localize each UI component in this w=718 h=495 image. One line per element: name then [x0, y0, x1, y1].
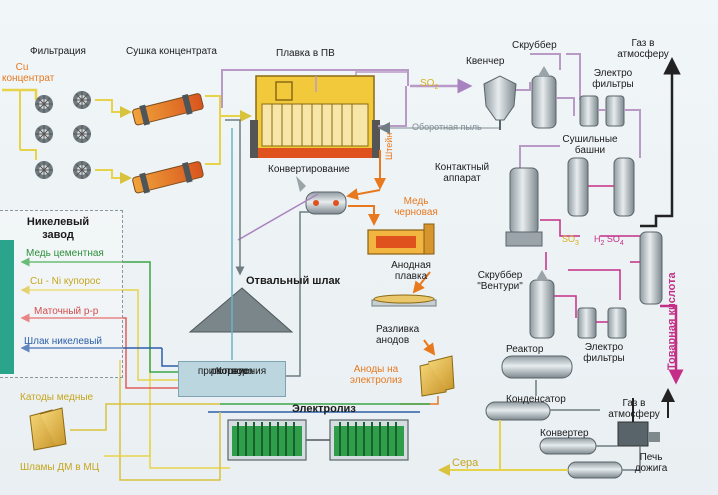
label-waste-slag: Отвальный шлак — [246, 275, 341, 287]
label-so3: SO3 — [562, 234, 579, 247]
drum-dryers — [132, 93, 204, 194]
nickel-plant-zone — [0, 210, 123, 378]
anode-furnace — [367, 223, 435, 255]
label-cu-ni-vitriol: Cu - Ni купорос — [30, 276, 101, 287]
converter-unit — [296, 176, 347, 215]
label-copper-cement: Медь цементная — [26, 248, 104, 259]
quencher-vessel — [483, 75, 517, 130]
label-sulfur: Сера — [452, 457, 479, 469]
label-converting: Конвертирование — [268, 164, 350, 175]
label-smelting: Плавка в ПВ — [276, 48, 335, 59]
sulfur-tank — [567, 461, 623, 479]
label-electrolysis: Электролиз — [292, 403, 356, 415]
venturi-scrubber — [529, 270, 555, 339]
condenser-vessel — [485, 401, 551, 421]
filter-units — [35, 91, 91, 179]
label-h2so4: H2 SO4 — [594, 234, 624, 247]
label-converter: Конвертер — [540, 428, 589, 439]
small-converter — [539, 437, 597, 455]
label-nickel-slag: Шлак никелевый — [24, 336, 103, 347]
label-reactor: Реактор — [506, 344, 544, 355]
copper-cathodes — [29, 407, 67, 451]
afterburner-furnace — [617, 421, 660, 447]
label-quencher: Квенчер — [466, 56, 505, 67]
label-so2-top: SO2 — [420, 78, 439, 91]
scrubber-column — [531, 66, 557, 129]
label-mother-liquor: Маточный р-р — [34, 306, 99, 317]
waste-slag-pile — [188, 287, 294, 333]
reactor-vessel — [501, 355, 573, 379]
label-filtration: Фильтрация — [30, 46, 86, 57]
label-cathodes: Катоды медные — [20, 392, 94, 403]
label-dust-return: Оборотная пыль — [412, 122, 482, 132]
label-scrubber: Скруббер — [512, 40, 557, 51]
label-venturi-scrubber: Скруббер"Вентури" — [477, 270, 523, 292]
nickel-plant-strip — [0, 240, 14, 374]
korpus-line-3: раствора — [210, 366, 254, 377]
korpus-line-2: приготовления — [197, 366, 267, 377]
label-condenser: Конденсатор — [506, 394, 566, 405]
electrofilters-bottom — [577, 307, 627, 339]
electrolysis-tanks — [227, 419, 409, 461]
label-commodity-acid: Товарная кислота — [666, 272, 678, 370]
korpus-line-1: Корпус — [215, 366, 249, 377]
label-slimes: Шламы ДМ в МЦ — [20, 462, 100, 473]
drying-towers — [567, 157, 635, 217]
label-matte: Штейн — [384, 132, 394, 160]
feed-line-concentrate — [2, 88, 38, 100]
casting-wheel — [371, 294, 437, 307]
contact-apparatus — [505, 167, 543, 247]
acid-tank — [639, 231, 663, 305]
anodes-stack — [419, 355, 455, 397]
label-drying: Сушка концентрата — [126, 46, 217, 57]
smelting-furnace — [250, 75, 380, 158]
